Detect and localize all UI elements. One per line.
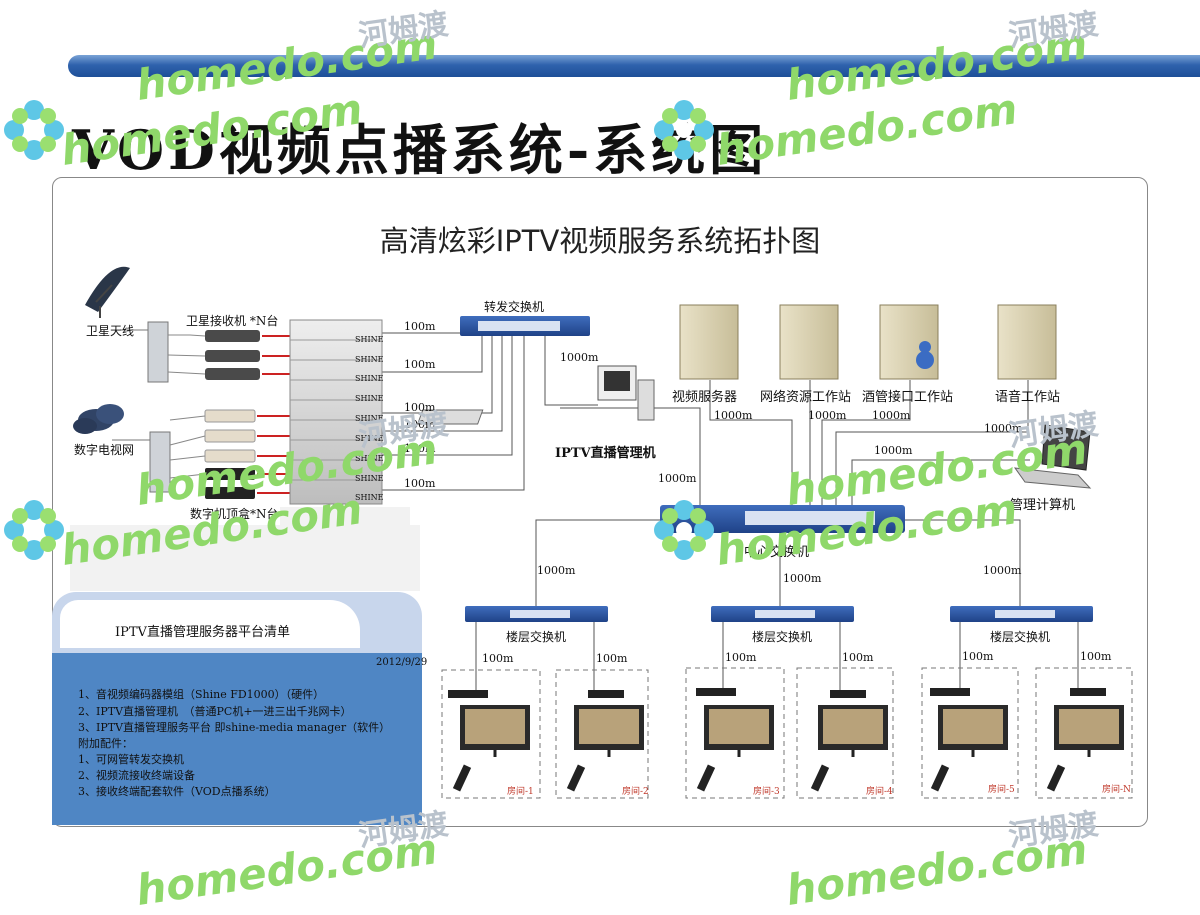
floor-switch-icons xyxy=(465,606,1093,622)
link-label: 1000m xyxy=(984,422,1023,435)
room-label: 房间-3 xyxy=(753,787,780,797)
room-label: 房间-5 xyxy=(988,785,1015,795)
link-label: 100m xyxy=(404,358,436,371)
label-net-resource: 网络资源工作站 xyxy=(760,390,852,405)
stb-receivers xyxy=(204,409,256,499)
flower-logo-icon xyxy=(654,100,714,160)
label-hotel-interface: 酒管接口工作站 xyxy=(862,390,954,405)
server-icons xyxy=(679,304,1057,380)
info-panel-line: 3、接收终端配套软件（VOD点播系统） xyxy=(78,785,276,798)
info-panel-line: 2、视频流接收终端设备 xyxy=(78,769,195,782)
link-label: 1000m xyxy=(714,409,753,422)
encoder-brand: SHINE xyxy=(355,374,384,383)
laptop-icon xyxy=(1013,424,1092,489)
label-floor-switch: 楼层交换机 xyxy=(506,630,567,644)
encoder-brand: SHINE xyxy=(355,355,384,364)
info-panel-date: 2012/9/29 xyxy=(376,657,428,668)
pc-icon xyxy=(416,365,655,425)
info-panel-title: IPTV直播管理服务器平台清单 xyxy=(115,625,290,640)
room-devices xyxy=(448,688,1124,792)
label-forward-switch: 转发交换机 xyxy=(484,300,545,314)
link-label: 1000m xyxy=(874,444,913,457)
link-label: 100m xyxy=(404,401,436,414)
link-label: 1000m xyxy=(537,564,576,577)
slide-title: VOD视频点播系统-系统图 xyxy=(72,118,768,182)
label-voice-station: 语音工作站 xyxy=(995,390,1061,405)
link-label: 100m xyxy=(404,477,436,490)
encoder-brand: SHINE xyxy=(355,474,384,483)
link-label: 100m xyxy=(404,442,436,455)
info-panel-body xyxy=(52,653,422,825)
info-panel-line: 1、音视频编码器模组（Shine FD1000）（硬件） xyxy=(78,688,325,701)
label-center-switch: 中心交换机 xyxy=(744,545,810,560)
encoder-brand: SHINE xyxy=(355,454,384,463)
room-label: 房间-1 xyxy=(507,787,534,797)
encoder-brand: SHINE xyxy=(355,493,384,502)
info-panel-tab xyxy=(60,600,360,648)
encoder-brand: SHINE xyxy=(355,434,384,443)
link-label: 1000m xyxy=(783,572,822,585)
label-iptv-mgmt: IPTV直播管理机 xyxy=(555,446,656,461)
room-label: 房间-2 xyxy=(622,787,649,797)
link-label: 1000m xyxy=(560,351,599,364)
satellite-receivers xyxy=(205,330,260,380)
link-label: 100m xyxy=(842,651,874,664)
info-panel-line: 1、可网管转发交换机 xyxy=(78,753,184,766)
link-label: 1000m xyxy=(808,409,847,422)
label-video-server: 视频服务器 xyxy=(672,390,738,405)
link-label: 100m xyxy=(962,650,994,663)
link-label: 1000m xyxy=(658,472,697,485)
link-label: 1000m xyxy=(983,564,1022,577)
label-floor-switch: 楼层交换机 xyxy=(990,630,1051,644)
placeholder-box xyxy=(280,507,410,525)
link-label: 100m xyxy=(482,652,514,665)
label-floor-switch: 楼层交换机 xyxy=(752,630,813,644)
link-label: 100m xyxy=(725,651,757,664)
label-digital-tv: 数字电视网 xyxy=(74,443,135,457)
room-label: 房间-N xyxy=(1102,785,1131,795)
link-label: 100m xyxy=(404,418,436,431)
encoder-brand: SHINE xyxy=(355,414,384,423)
flower-logo-icon xyxy=(4,100,64,160)
splitter-icon xyxy=(147,321,169,383)
link-label: 100m xyxy=(596,652,628,665)
encoder-rack xyxy=(289,319,383,505)
info-panel-line: 2、IPTV直播管理机 （普通PC机+一进三出千兆网卡） xyxy=(78,705,352,718)
link-label: 100m xyxy=(1080,650,1112,663)
forward-switch-icon xyxy=(460,316,590,336)
encoder-brand: SHINE xyxy=(355,335,384,344)
flower-logo-icon xyxy=(654,500,714,560)
encoder-brand: SHINE xyxy=(355,394,384,403)
label-mgmt-computer: 管理计算机 xyxy=(1010,498,1076,513)
center-switch-icon xyxy=(660,505,905,533)
flower-logo-icon xyxy=(4,500,64,560)
diagram-title: 高清炫彩IPTV视频服务系统拓扑图 xyxy=(379,224,821,258)
info-panel-line: 3、IPTV直播管理服务平台 即shine-media manager（软件） xyxy=(78,721,391,734)
link-label: 100m xyxy=(404,320,436,333)
splitter-icon xyxy=(149,431,171,493)
label-sat-antenna: 卫星天线 xyxy=(86,324,135,338)
placeholder-box xyxy=(70,525,420,591)
info-panel-line: 附加配件： xyxy=(78,737,133,750)
label-digital-stb: 数字机顶盒*N台 xyxy=(190,507,279,521)
room-label: 房间-4 xyxy=(866,787,893,797)
link-label: 1000m xyxy=(872,409,911,422)
room-boxes xyxy=(441,667,1133,799)
header-bar xyxy=(68,55,1200,77)
label-sat-receiver: 卫星接收机 *N台 xyxy=(186,314,279,328)
satellite-dish-icon xyxy=(85,266,130,318)
cloud-icon xyxy=(73,404,124,434)
